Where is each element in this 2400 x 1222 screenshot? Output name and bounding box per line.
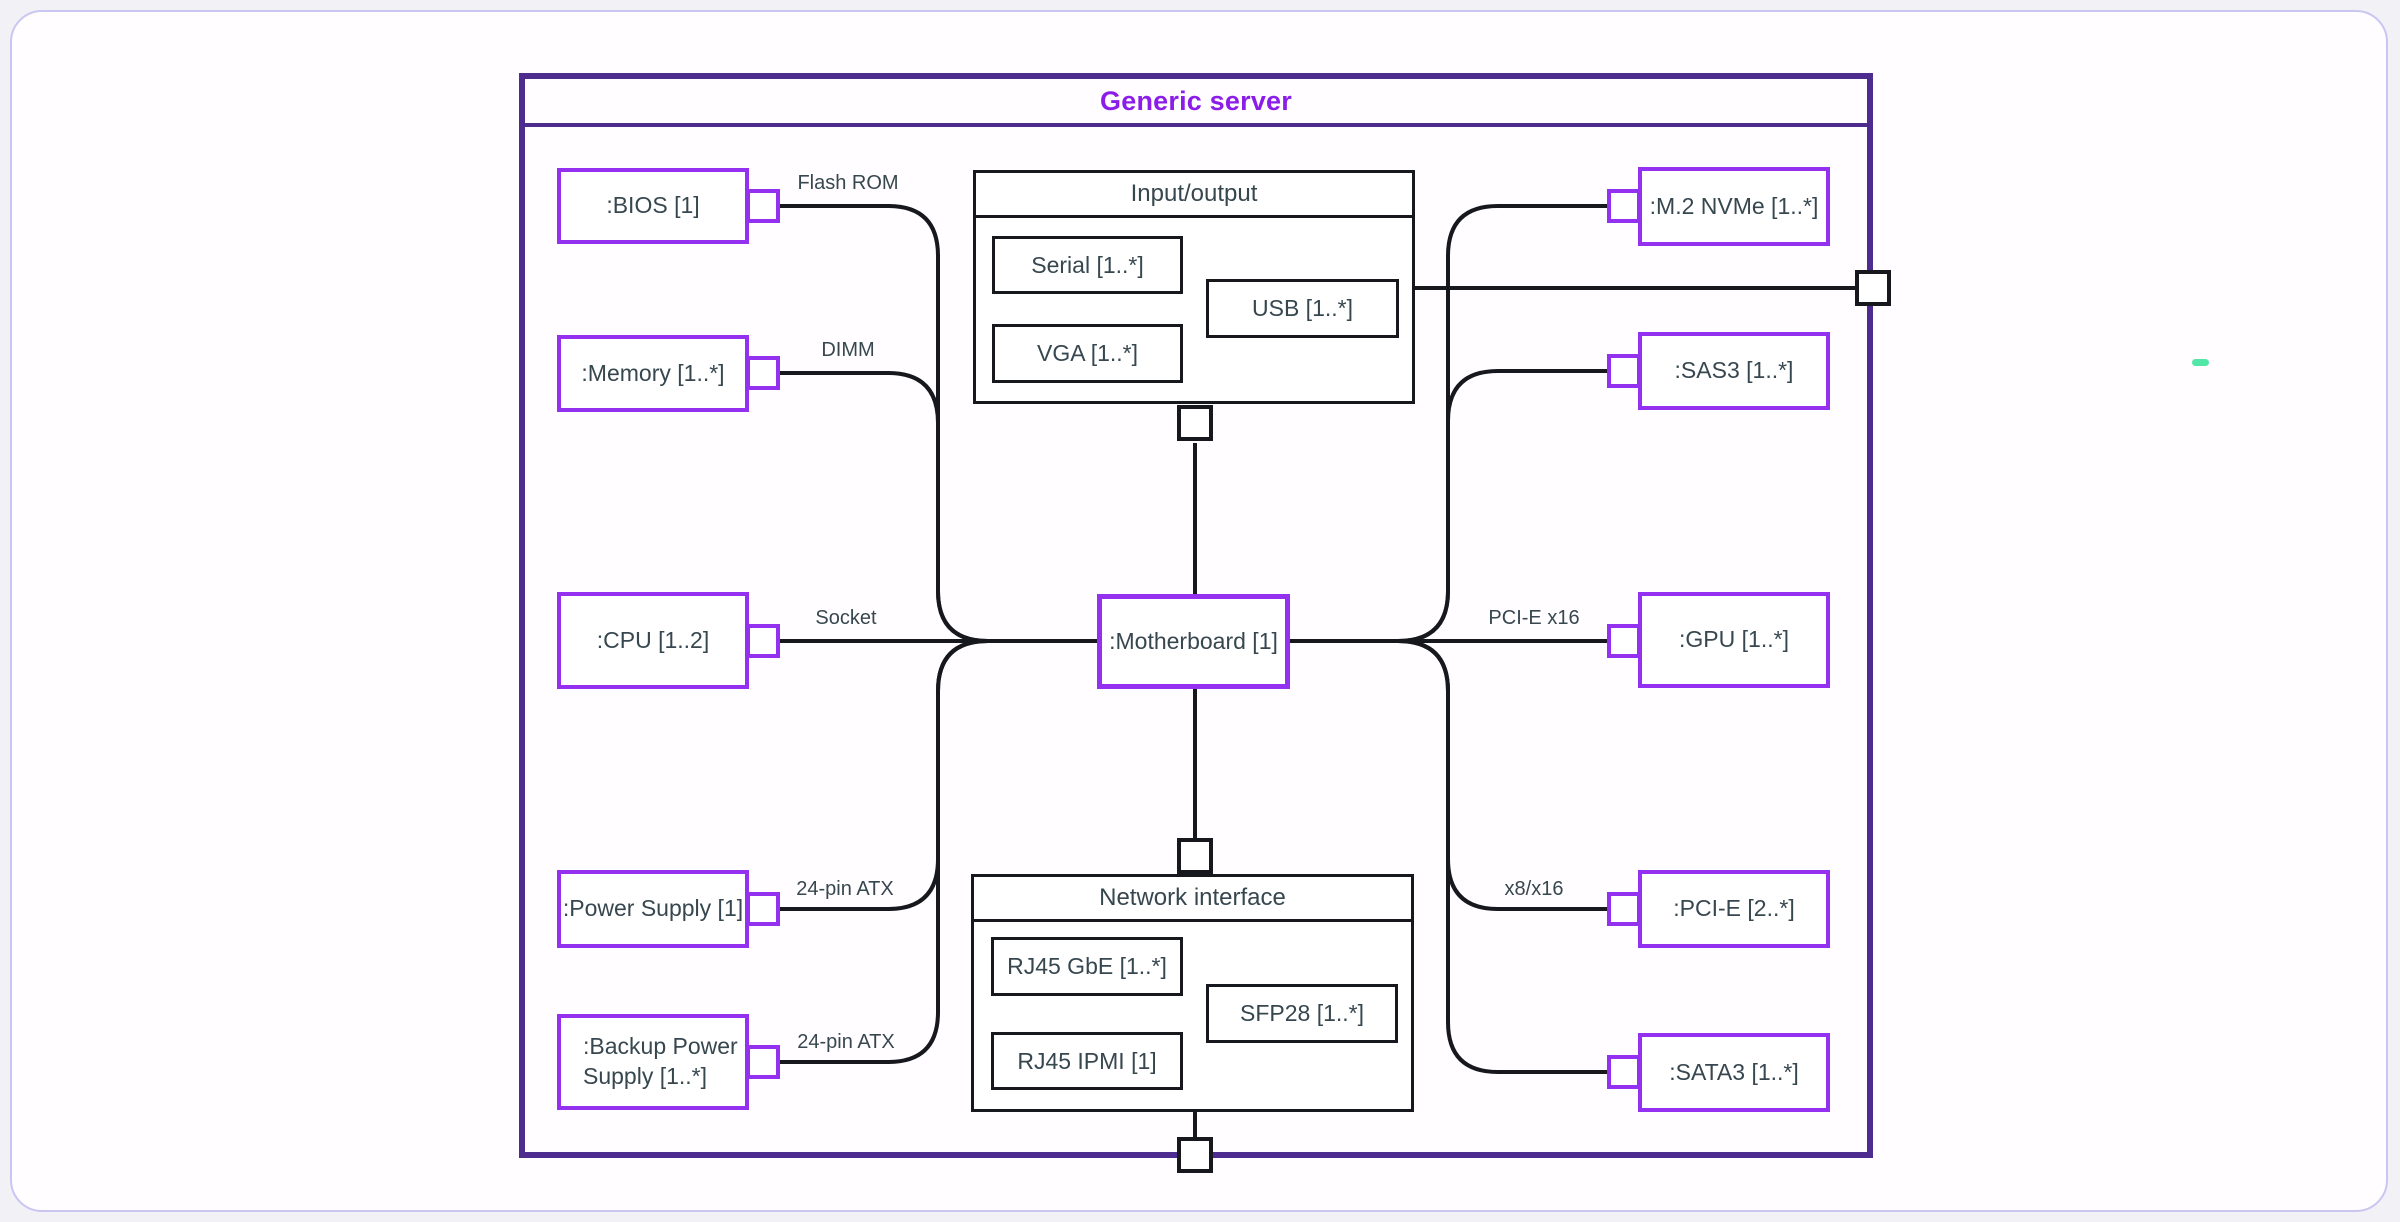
connector-bios-motherboard (780, 204, 989, 643)
gpu-port (1607, 624, 1641, 658)
component-motherboard[interactable]: :Motherboard [1] (1097, 594, 1290, 689)
component-pci-e[interactable]: :PCI-E [2..*] (1638, 870, 1830, 948)
io-bottom-port (1177, 405, 1213, 441)
connector-m2nvme-motherboard (1397, 204, 1607, 643)
component-gpu-label: :GPU [1..*] (1679, 626, 1789, 653)
network-top-port (1177, 838, 1213, 874)
component-bios[interactable]: :BIOS [1] (557, 168, 749, 244)
connector-backup-motherboard (780, 639, 989, 1064)
component-vga[interactable]: VGA [1..*] (992, 324, 1183, 383)
component-backup-power-supply[interactable]: :Backup Power Supply [1..*] (557, 1014, 749, 1110)
component-memory[interactable]: :Memory [1..*] (557, 335, 749, 412)
backup-power-supply-port (746, 1045, 780, 1079)
cpu-port (746, 624, 780, 658)
component-serial[interactable]: Serial [1..*] (992, 236, 1183, 294)
component-power-supply[interactable]: :Power Supply [1] (557, 870, 749, 948)
component-m2-nvme-label: :M.2 NVMe [1..*] (1649, 192, 1819, 219)
component-pci-e-label: :PCI-E [2..*] (1673, 895, 1795, 922)
bios-port (746, 189, 780, 223)
component-motherboard-label: :Motherboard [1] (1109, 627, 1278, 654)
power-supply-port (746, 892, 780, 926)
component-gpu[interactable]: :GPU [1..*] (1638, 592, 1830, 688)
component-cpu[interactable]: :CPU [1..2] (557, 592, 749, 689)
component-serial-label: Serial [1..*] (1031, 251, 1144, 278)
component-backup-power-supply-label: :Backup Power Supply [1..*] (583, 1033, 738, 1089)
remote-cursor-mark (2192, 359, 2209, 366)
component-usb[interactable]: USB [1..*] (1206, 279, 1399, 338)
sas3-port (1607, 354, 1641, 388)
component-vga-label: VGA [1..*] (1037, 340, 1138, 366)
m2-nvme-port (1607, 189, 1641, 223)
component-rj45-gbe-label: RJ45 GbE [1..*] (1007, 953, 1167, 979)
group-network-interface-title: Network interface (1099, 884, 1286, 911)
connector-power-motherboard (780, 639, 989, 911)
component-rj45-gbe[interactable]: RJ45 GbE [1..*] (991, 937, 1183, 996)
usb-frame-edge-port (1855, 270, 1891, 306)
component-cpu-label: :CPU [1..2] (596, 626, 710, 653)
label-flash-rom: Flash ROM (797, 172, 899, 194)
component-usb-label: USB [1..*] (1252, 295, 1353, 321)
connector-memory-motherboard (780, 371, 989, 643)
component-sas3[interactable]: :SAS3 [1..*] (1638, 332, 1830, 410)
component-sas3-label: :SAS3 [1..*] (1674, 357, 1794, 384)
component-power-supply-label: :Power Supply [1] (562, 895, 744, 922)
component-m2-nvme[interactable]: :M.2 NVMe [1..*] (1638, 167, 1830, 246)
component-rj45-ipmi-label: RJ45 IPMI [1] (1017, 1047, 1157, 1074)
label-24pin-atx-backup: 24-pin ATX (797, 1031, 895, 1053)
label-socket: Socket (815, 607, 877, 629)
group-input-output-header: Input/output (976, 173, 1412, 218)
component-sata3[interactable]: :SATA3 [1..*] (1638, 1033, 1830, 1112)
label-dimm: DIMM (821, 339, 875, 361)
label-pcie-x16: PCI-E x16 (1488, 607, 1580, 629)
component-rj45-ipmi[interactable]: RJ45 IPMI [1] (991, 1032, 1183, 1090)
connector-sas3-motherboard (1397, 369, 1607, 643)
component-sfp28[interactable]: SFP28 [1..*] (1206, 984, 1398, 1043)
group-input-output-title: Input/output (1130, 180, 1258, 207)
memory-port (746, 356, 780, 390)
frame-title: Generic server (1100, 85, 1292, 116)
connector-pcie-motherboard (1397, 639, 1607, 911)
component-bios-label: :BIOS [1] (606, 192, 700, 219)
network-frame-edge-port (1177, 1137, 1213, 1173)
sata3-port (1607, 1055, 1641, 1089)
group-network-interface-header: Network interface (974, 877, 1411, 922)
pci-e-port (1607, 892, 1641, 926)
component-memory-label: :Memory [1..*] (581, 359, 725, 386)
label-24pin-atx-power: 24-pin ATX (796, 878, 894, 900)
connector-sata3-motherboard (1397, 639, 1607, 1074)
frame-title-bar: Generic server (525, 79, 1867, 127)
component-sfp28-label: SFP28 [1..*] (1239, 1000, 1364, 1026)
label-x8-x16: x8/x16 (1504, 878, 1564, 900)
component-sata3-label: :SATA3 [1..*] (1669, 1058, 1799, 1085)
